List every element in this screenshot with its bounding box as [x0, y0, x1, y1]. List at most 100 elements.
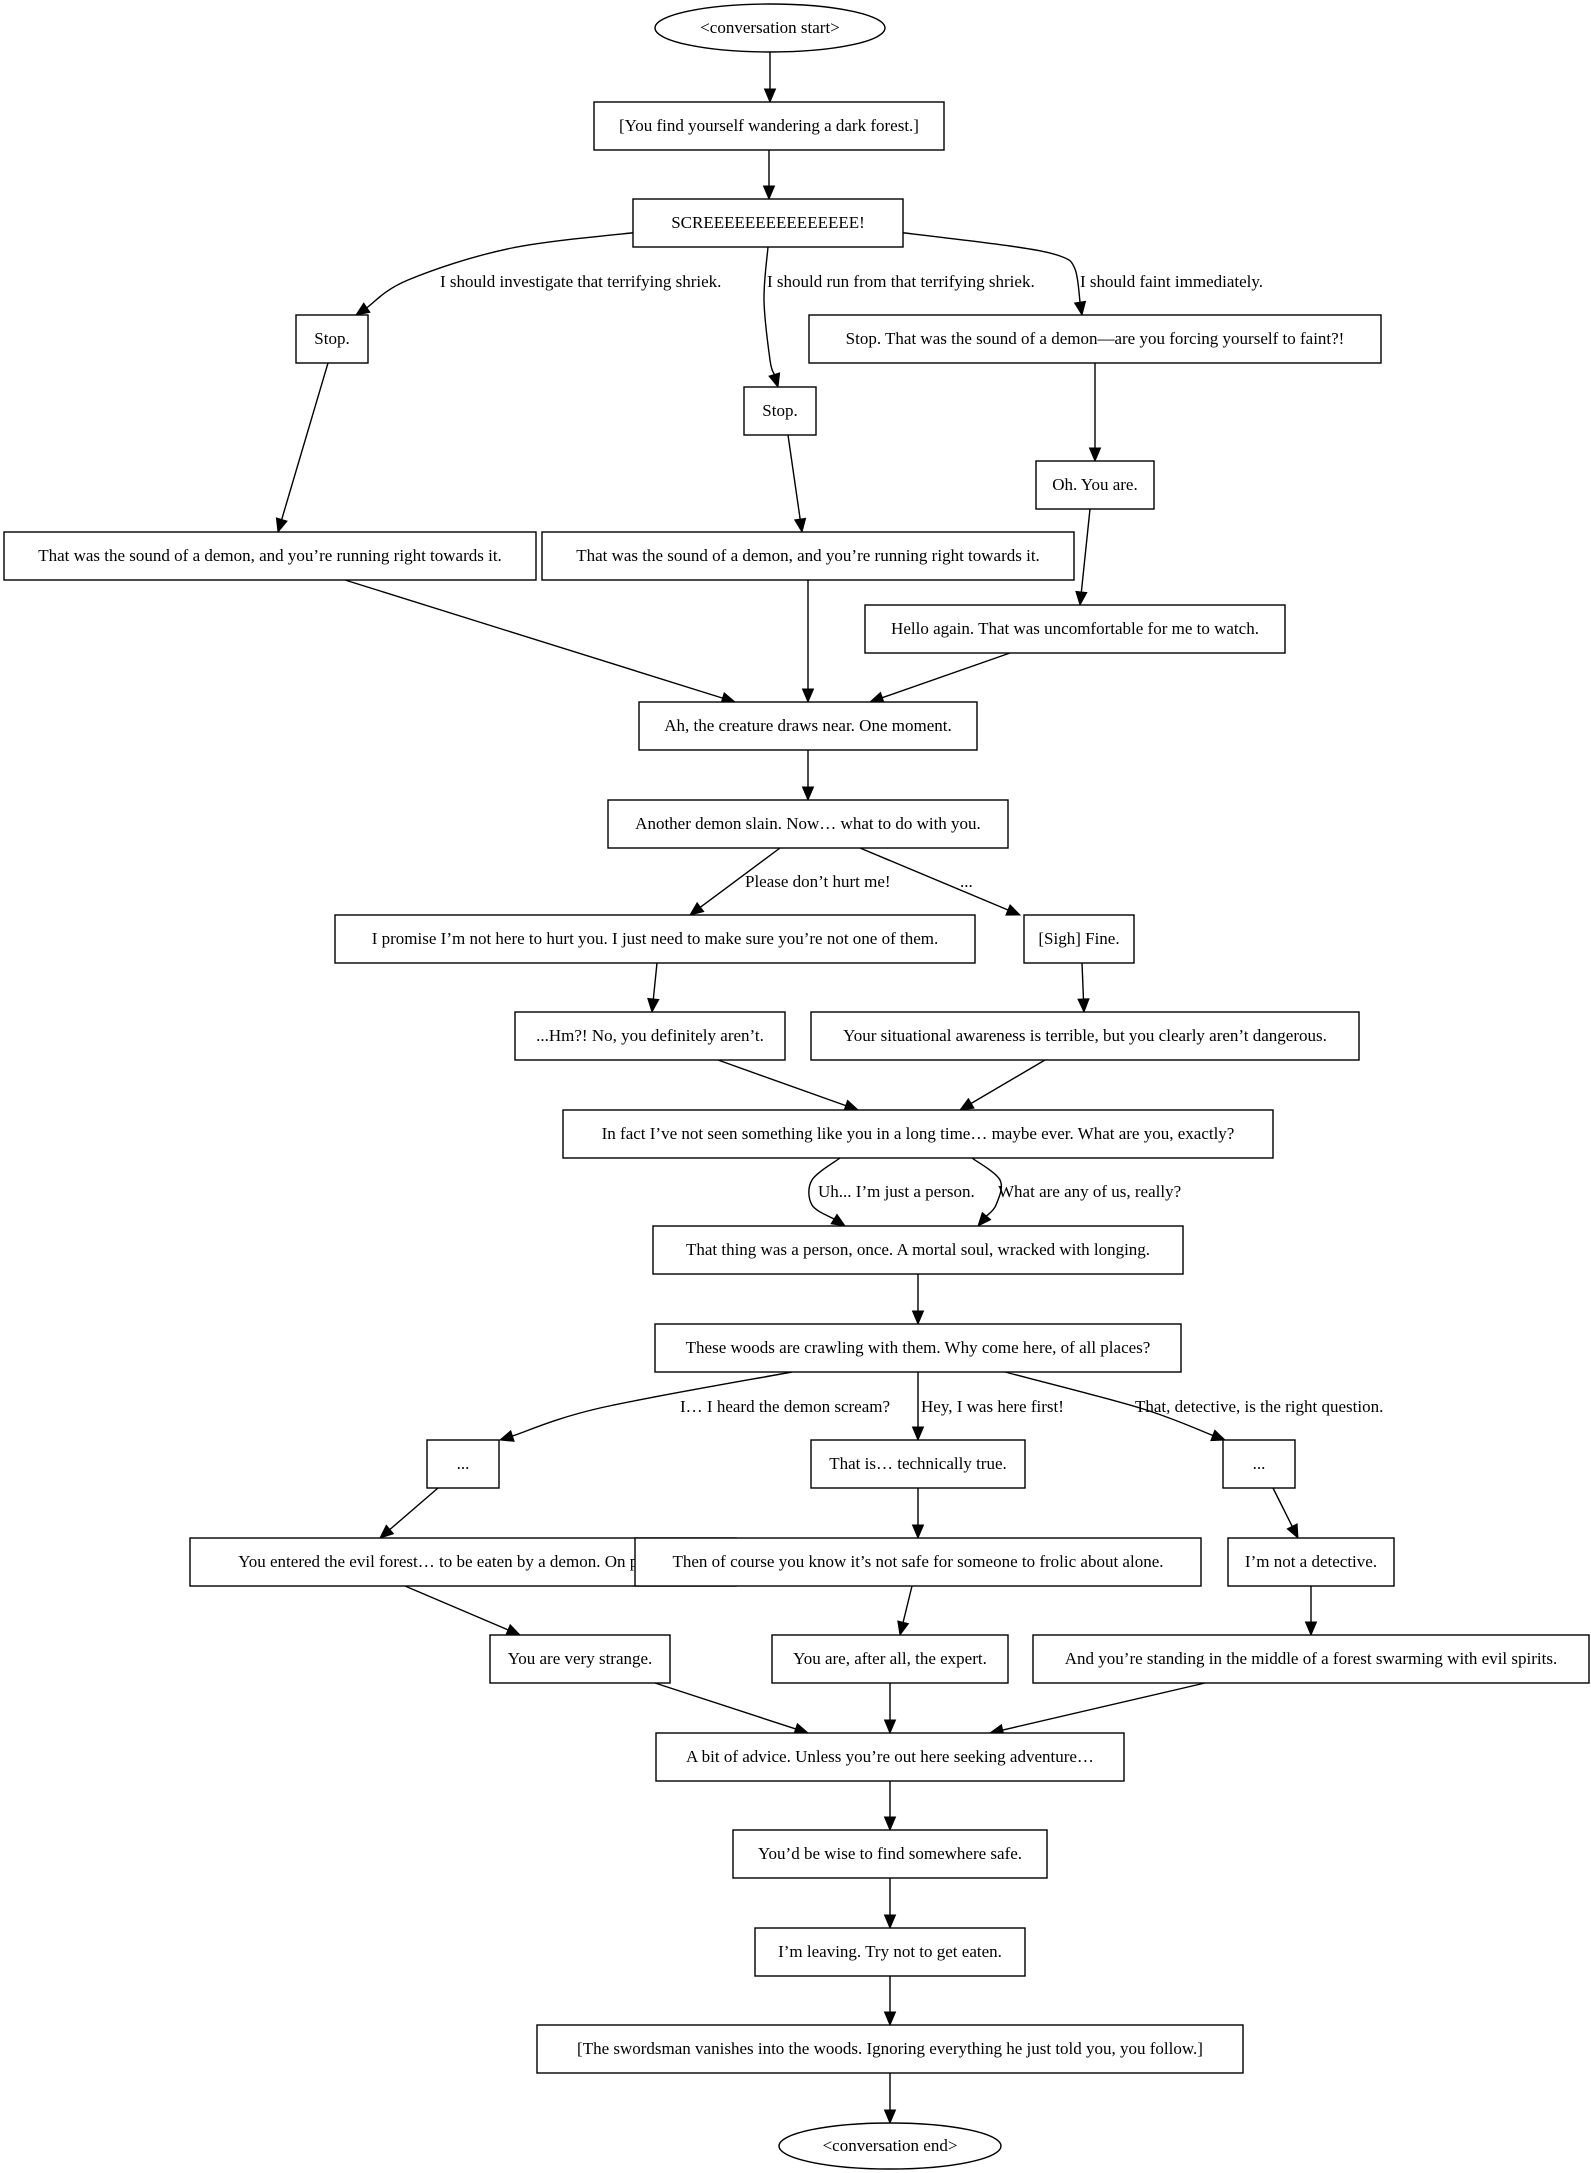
node-text: In fact I’ve not seen something like you…	[602, 1124, 1235, 1143]
edge-n1-to-n2	[762, 150, 776, 201]
arrowhead	[830, 1213, 847, 1227]
arrowhead	[958, 1097, 975, 1111]
node-text: You are, after all, the expert.	[793, 1649, 987, 1668]
edge-label: Please don’t hurt me!	[745, 872, 891, 891]
edge-line	[882, 652, 1011, 699]
node-n9a: ...Hm?! No, you definitely aren’t.	[514, 1011, 786, 1061]
node-n13c: ...	[1222, 1439, 1296, 1489]
node-n14c: I’m not a detective.	[1227, 1537, 1395, 1587]
edge-n14b-to-n15b	[897, 1585, 913, 1637]
edge-line	[389, 1487, 439, 1531]
node-box	[810, 1439, 1026, 1489]
arrowhead	[883, 2109, 897, 2125]
node-text: Oh. You are.	[1052, 475, 1137, 494]
node-n13a: ...	[426, 1439, 500, 1489]
arrowhead	[1210, 1429, 1227, 1442]
arrowhead	[801, 786, 815, 802]
node-box	[489, 1634, 671, 1684]
node-n8b: [Sigh] Fine.	[1023, 914, 1135, 964]
arrowhead	[762, 185, 776, 201]
edge-n12-to-n13b	[911, 1372, 925, 1442]
arrowhead	[498, 1429, 515, 1442]
node-n11: That thing was a person, once. A mortal …	[652, 1225, 1184, 1275]
node-text: That is… technically true.	[829, 1454, 1007, 1473]
edge-line	[971, 1157, 1003, 1217]
node-n2: SCREEEEEEEEEEEEEEE!	[632, 198, 904, 248]
edge-line	[859, 847, 1009, 911]
node-box	[754, 1927, 1026, 1977]
edge-n5b-to-n6	[801, 580, 815, 704]
edges-layer	[275, 52, 1318, 2125]
arrowhead	[688, 901, 705, 916]
node-n16: A bit of advice. Unless you’re out here …	[655, 1732, 1125, 1782]
node-box	[632, 198, 904, 248]
edge-n11-to-n12	[911, 1274, 925, 1326]
node-box	[295, 314, 369, 364]
arrowhead	[763, 88, 777, 104]
edge-n4c-to-n5c	[1075, 508, 1091, 607]
node-box	[810, 1011, 1360, 1061]
edge-n6-to-n7	[801, 750, 815, 802]
node-box	[732, 1829, 1048, 1879]
node-n9b: Your situational awareness is terrible, …	[810, 1011, 1360, 1061]
edge-n7-to-n8a	[688, 847, 781, 916]
node-box	[864, 604, 1286, 654]
node-n15a: You are very strange.	[489, 1634, 671, 1684]
edge-line	[887, 230, 1081, 303]
edge-n14c-to-n15c	[1304, 1586, 1318, 1637]
edge-line	[902, 1585, 913, 1623]
node-text: Your situational awareness is terrible, …	[843, 1026, 1327, 1045]
arrowhead	[883, 1816, 897, 1832]
node-n13b: That is… technically true.	[810, 1439, 1026, 1489]
node-n1: [You find yourself wandering a dark fore…	[593, 101, 945, 151]
arrowhead	[793, 517, 807, 534]
node-text: Another demon slain. Now… what to do wit…	[635, 814, 981, 833]
edge-n5a-to-n6	[344, 579, 737, 704]
arrowhead	[1088, 447, 1102, 463]
edge-n15a-to-n16	[654, 1682, 810, 1735]
edge-line	[652, 962, 658, 1000]
node-n17: You’d be wise to find somewhere safe.	[732, 1829, 1048, 1879]
arrowhead	[1286, 1523, 1299, 1540]
node-n5c: Hello again. That was uncomfortable for …	[864, 604, 1286, 654]
edge-label: I should investigate that terrifying shr…	[440, 272, 721, 291]
edge-line	[808, 1157, 841, 1220]
edge-line	[1081, 962, 1085, 1000]
node-box	[593, 101, 945, 151]
edge-labels-layer: I should investigate that terrifying shr…	[440, 272, 1383, 1416]
node-text: Stop. That was the sound of a demon—are …	[846, 329, 1345, 348]
node-box	[607, 799, 1009, 849]
edge-n10-to-n11	[808, 1157, 847, 1227]
edge-label: That, detective, is the right question.	[1135, 1397, 1383, 1416]
node-box	[654, 1323, 1182, 1373]
edge-n14a-to-n15a	[404, 1585, 522, 1636]
edge-line	[512, 1371, 793, 1437]
arrowhead	[1075, 590, 1088, 607]
node-n10: In fact I’ve not seen something like you…	[562, 1109, 1274, 1159]
node-text: ...	[1253, 1454, 1266, 1473]
node-box	[3, 531, 537, 581]
arrowhead	[647, 997, 660, 1014]
node-text: SCREEEEEEEEEEEEEEE!	[671, 213, 865, 232]
node-text: [The swordsman vanishes into the woods. …	[577, 2039, 1203, 2058]
node-n12: These woods are crawling with them. Why …	[654, 1323, 1182, 1373]
arrowhead	[1005, 904, 1022, 916]
node-text: I promise I’m not here to hurt you. I ju…	[372, 929, 939, 948]
node-text: [You find yourself wandering a dark fore…	[619, 116, 919, 135]
node-n8a: I promise I’m not here to hurt you. I ju…	[334, 914, 976, 964]
edge-line	[1004, 1371, 1214, 1437]
node-text: ...Hm?! No, you definitely aren’t.	[536, 1026, 764, 1045]
edge-line	[344, 579, 723, 699]
node-text: Stop.	[314, 329, 349, 348]
edge-n16-to-n17	[883, 1781, 897, 1832]
node-text: <conversation end>	[823, 2136, 958, 2155]
arrowhead	[275, 517, 288, 534]
node-n6: Ah, the creature draws near. One moment.	[638, 701, 978, 751]
edge-n2-to-n3b	[763, 246, 781, 389]
node-box	[652, 1225, 1184, 1275]
arrowhead	[1304, 1621, 1318, 1637]
edge-label: ...	[960, 872, 973, 891]
node-n5a: That was the sound of a demon, and you’r…	[3, 531, 537, 581]
edge-n5c-to-n6	[868, 652, 1011, 704]
